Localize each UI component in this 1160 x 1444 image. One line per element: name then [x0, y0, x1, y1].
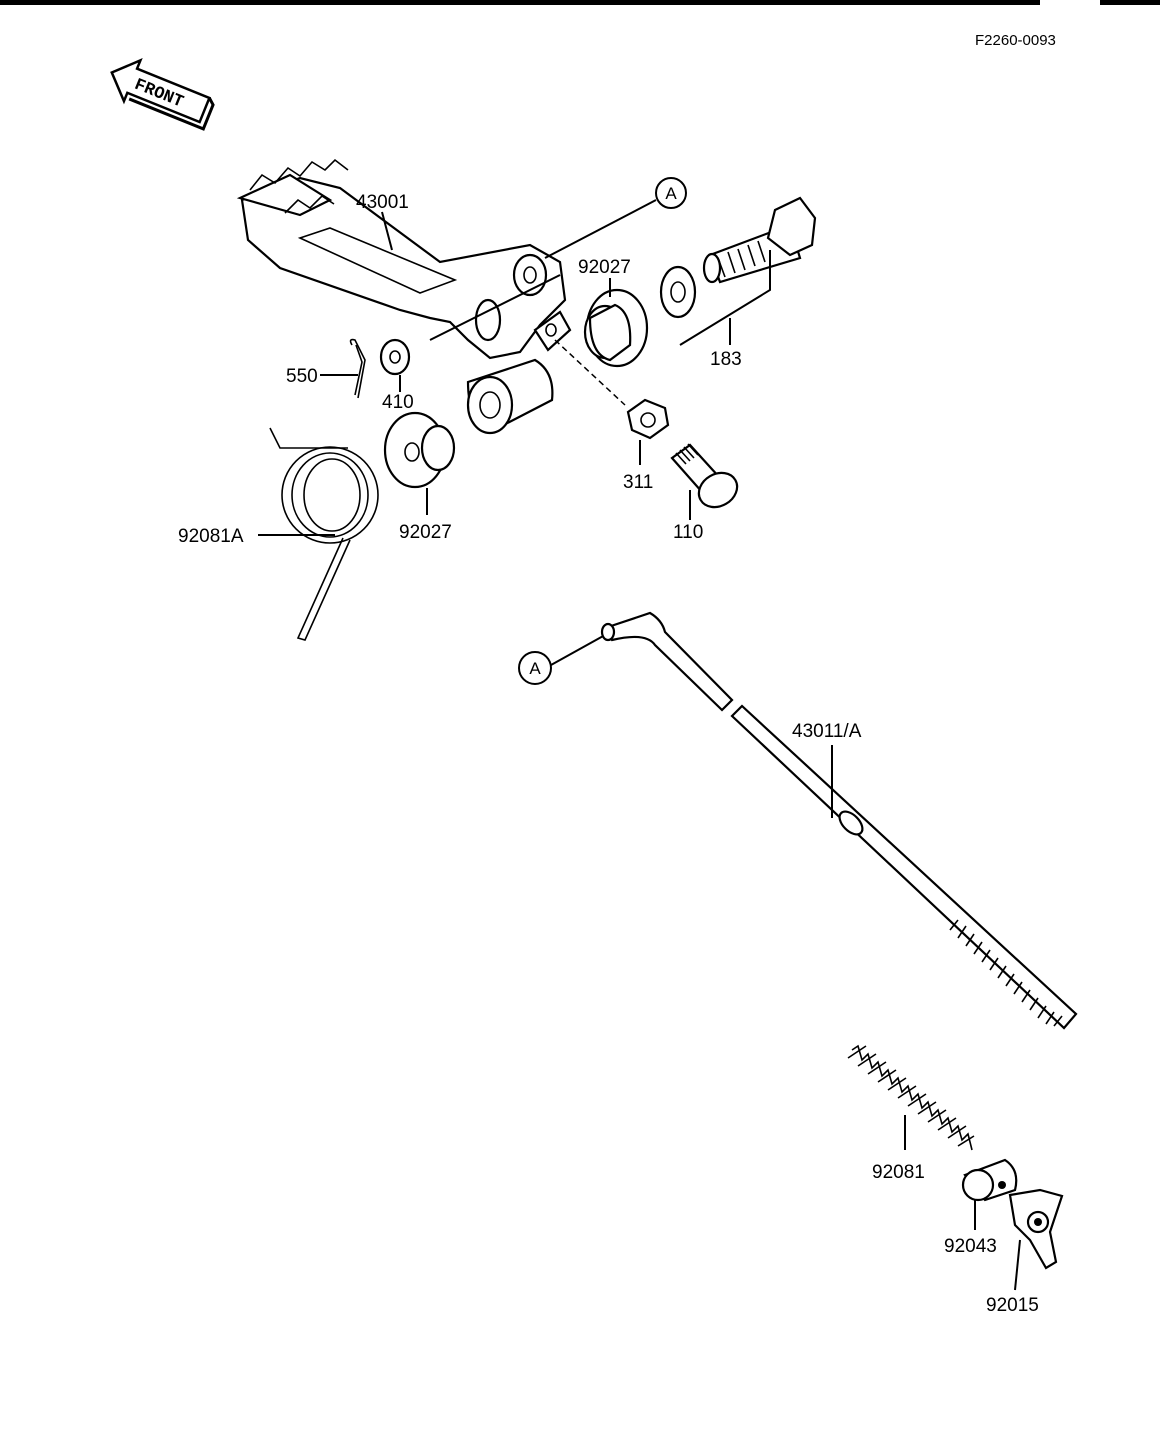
label-92027-lower: 92027 [399, 522, 452, 543]
ref-marker-upper: A [655, 177, 687, 209]
pivot-washer [659, 265, 697, 319]
label-92081: 92081 [872, 1162, 925, 1183]
label-311: 311 [623, 472, 653, 493]
rod-spring [847, 1044, 975, 1151]
label-550: 550 [286, 366, 318, 387]
front-arrow-icon: FRONT [110, 58, 215, 131]
pivot-bolt [702, 196, 817, 284]
nut [626, 398, 670, 440]
ref-upper-leader [544, 199, 657, 259]
label-410: 410 [382, 392, 414, 413]
label-92043: 92043 [944, 1236, 997, 1257]
bolt-183-bracket [679, 250, 771, 346]
pedal-leader [381, 211, 393, 251]
label-92081A: 92081A [178, 526, 244, 547]
small-bolt [670, 443, 739, 509]
brake-adjust-nut [1008, 1188, 1064, 1270]
svg-text:A: A [665, 184, 677, 203]
svg-text:A: A [529, 659, 541, 678]
label-43001: 43001 [356, 192, 409, 213]
top-border [0, 0, 1160, 5]
cotter-pin [349, 338, 366, 399]
label-92027-upper: 92027 [578, 257, 631, 278]
label-110: 110 [673, 522, 703, 543]
label-43011A: 43011/A [792, 721, 862, 742]
label-183: 183 [710, 349, 742, 370]
torsion-spring [269, 427, 379, 641]
brake-nut-leader [1014, 1239, 1021, 1291]
bushing-lower [383, 411, 456, 489]
bushing-upper [583, 288, 649, 368]
pivot-leader-line [429, 274, 561, 341]
nut-axis-line [554, 339, 626, 406]
brake-rod [600, 611, 1078, 1030]
ref-lower-leader [550, 634, 606, 666]
diagram-code: F2260-0093 [975, 32, 1056, 49]
ref-marker-lower: A [518, 651, 552, 685]
label-92015: 92015 [986, 1295, 1039, 1316]
joint-pin [961, 1158, 1018, 1202]
washer [379, 338, 411, 376]
